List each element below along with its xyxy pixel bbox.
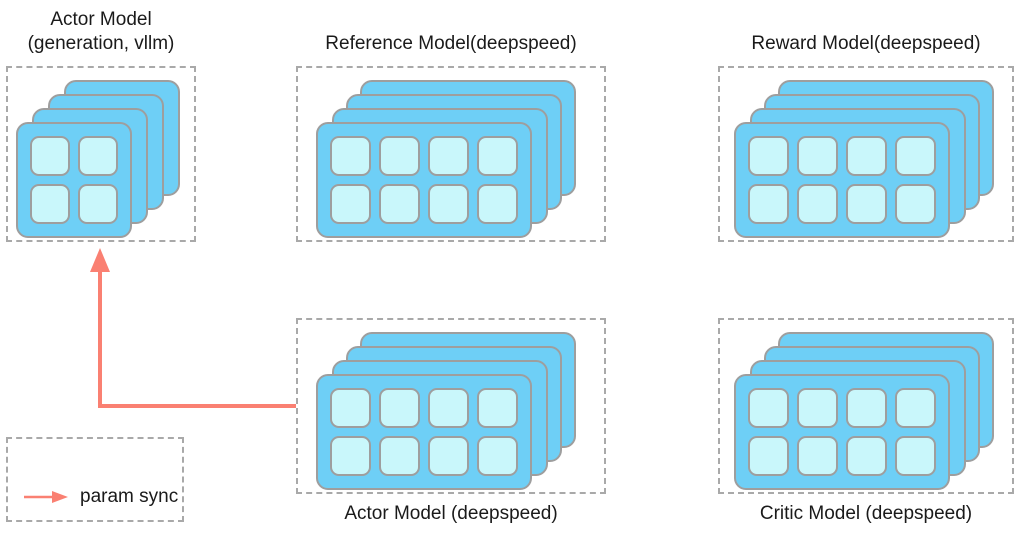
card-cell: [330, 184, 371, 224]
card-cell: [895, 436, 936, 476]
card-cell: [895, 184, 936, 224]
card-cell: [428, 184, 469, 224]
card-cell: [330, 388, 371, 428]
param-sync-arrowhead: [90, 248, 110, 272]
card-cell: [748, 388, 789, 428]
card-cell: [797, 136, 838, 176]
card-stack-reference: [298, 68, 604, 240]
card-cell: [477, 388, 518, 428]
card-cell: [846, 136, 887, 176]
group-box-critic: [718, 318, 1014, 494]
card-cell: [78, 184, 118, 224]
card-cell: [846, 388, 887, 428]
card-front: [316, 374, 532, 490]
card-cell: [477, 184, 518, 224]
card-cell: [379, 436, 420, 476]
card-stack-reward: [720, 68, 1012, 240]
card-cell: [797, 184, 838, 224]
card-cell: [78, 136, 118, 176]
param-sync-line: [98, 268, 296, 408]
group-box-actor-vllm: [6, 66, 196, 242]
card-cell: [748, 136, 789, 176]
card-cell: [748, 184, 789, 224]
card-stack-actor-vllm: [8, 68, 194, 240]
card-cell: [846, 184, 887, 224]
card-cell: [30, 184, 70, 224]
card-cell: [330, 436, 371, 476]
card-cell: [330, 136, 371, 176]
group-box-reference: [296, 66, 606, 242]
card-front: [316, 122, 532, 238]
card-cell: [379, 184, 420, 224]
card-front: [734, 374, 950, 490]
group-title-reference: Reference Model(deepspeed): [325, 33, 577, 54]
group-title-actor-vllm: Actor Model (generation, vllm): [27, 9, 175, 54]
card-stack-critic: [720, 320, 1012, 492]
legend-box: param sync: [6, 437, 184, 522]
group-box-reward: [718, 66, 1014, 242]
group-title-actor-deepspeed: Actor Model (deepspeed): [344, 503, 558, 524]
card-cell: [428, 388, 469, 428]
param-sync-legend-arrow-icon: [24, 491, 68, 503]
card-cell: [895, 388, 936, 428]
group-title-reward: Reward Model(deepspeed): [751, 33, 981, 54]
card-cell: [748, 436, 789, 476]
card-cell: [428, 436, 469, 476]
card-cell: [379, 388, 420, 428]
card-cell: [895, 136, 936, 176]
card-cell: [30, 136, 70, 176]
card-front: [734, 122, 950, 238]
card-front: [16, 122, 132, 238]
group-box-actor-deepspeed: [296, 318, 606, 494]
card-cell: [477, 436, 518, 476]
card-cell: [379, 136, 420, 176]
legend-entry-param-sync: param sync: [22, 486, 178, 508]
card-stack-actor-deepspeed: [298, 320, 604, 492]
group-title-critic: Critic Model (deepspeed): [759, 503, 973, 524]
card-cell: [797, 436, 838, 476]
legend-label-param-sync: param sync: [80, 486, 179, 507]
card-cell: [428, 136, 469, 176]
card-cell: [477, 136, 518, 176]
card-cell: [797, 388, 838, 428]
card-cell: [846, 436, 887, 476]
